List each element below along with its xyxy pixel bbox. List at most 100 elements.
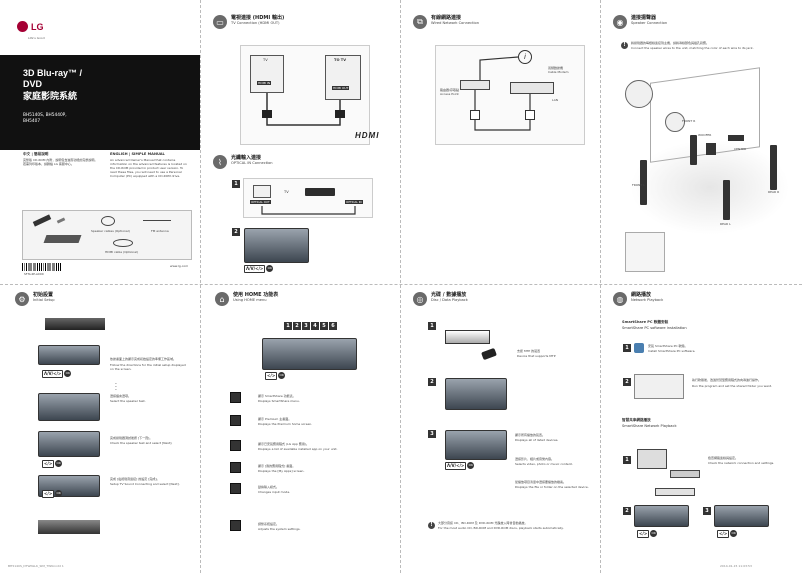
lan-connector-1 bbox=[470, 110, 480, 120]
ok-button[interactable]: OK bbox=[55, 490, 63, 497]
rear-l-speaker bbox=[690, 135, 697, 165]
speaker-note-zh: 將揚聲器的每根線連接到主機，請將導線顏色與插孔對應。 bbox=[631, 41, 710, 45]
initial-screen-1 bbox=[38, 345, 100, 365]
network-keypad-1[interactable]: </> OK bbox=[637, 530, 658, 538]
ok-button[interactable]: OK bbox=[278, 372, 286, 379]
modem-label: 寬頻數據機 Cable Modem bbox=[548, 66, 569, 75]
tv-box: TV HDMI IN bbox=[250, 55, 284, 93]
home-tab-5[interactable]: 5 bbox=[320, 322, 328, 330]
speaker-room-floor bbox=[630, 140, 790, 235]
network-installer-window bbox=[634, 374, 684, 399]
home-section-subtitle: Using HOME menu bbox=[233, 298, 267, 302]
nav-keys[interactable]: Λ/V/</> bbox=[42, 370, 64, 378]
initial-keypad-2[interactable]: </> OK bbox=[42, 460, 63, 468]
initial-screen-2 bbox=[38, 393, 100, 421]
ok-button[interactable]: OK bbox=[55, 460, 63, 467]
initial-keypad-3[interactable]: </> OK bbox=[42, 490, 63, 498]
nav-keys[interactable]: </> bbox=[42, 490, 55, 498]
nav-keys[interactable]: </> bbox=[637, 530, 650, 538]
initial-step-4-en: Setup TV Sound Connecting and select [Ne… bbox=[110, 482, 180, 486]
ok-button[interactable]: OK bbox=[64, 370, 72, 377]
home-icon: ⌂ bbox=[215, 292, 229, 306]
home-tab-1[interactable]: 1 bbox=[284, 322, 292, 330]
ok-button[interactable]: OK bbox=[730, 530, 738, 537]
ok-button[interactable]: OK bbox=[266, 265, 274, 272]
home-keypad[interactable]: </> OK bbox=[265, 372, 286, 380]
router-label: 路由器/存取點 Access Point bbox=[440, 88, 460, 97]
optical-cable-icon: ⌇ bbox=[213, 155, 227, 169]
disc-note-2-en: Displays all of listed devices. bbox=[515, 438, 559, 442]
tv-section-header: ▭ 電視連接 (HDMI 輸出) TV Connection (HDMI OUT… bbox=[213, 15, 284, 29]
nav-keys[interactable]: </> bbox=[42, 460, 55, 468]
home-tab-6[interactable]: 6 bbox=[329, 322, 337, 330]
disc-note-2-zh: 顯示所有播放的裝置。 bbox=[515, 433, 546, 437]
disc-note-4-zh: 從播放項目清單中選擇要播放的檔案。 bbox=[515, 480, 567, 484]
wired-player bbox=[510, 82, 554, 94]
router-device bbox=[460, 80, 490, 90]
my-apps-tile[interactable] bbox=[230, 462, 241, 473]
optical-keypad[interactable]: Λ/V/</> OK bbox=[244, 265, 274, 273]
front-l-speaker bbox=[640, 160, 647, 205]
initial-player-bottom bbox=[38, 520, 100, 534]
disc-section-subtitle: Disc / Data Playback bbox=[431, 298, 468, 302]
optical-section-header: ⌇ 光纖輸入連接 OPTICAL IN Connection bbox=[213, 155, 273, 169]
input-tile[interactable] bbox=[230, 483, 241, 494]
disc-note-4-en: Displays the file or folder on the selec… bbox=[515, 485, 589, 489]
disc-footnote-en: For the most audio CD, BD-ROM and DVD-RO… bbox=[438, 526, 564, 530]
optical-step-2: 2 bbox=[232, 228, 240, 236]
network-sub1-step2-en: Run the program and set the shared folde… bbox=[692, 384, 772, 388]
fm-antenna-illustration bbox=[143, 220, 171, 221]
disc-section-title: 光碟 / 數據播放 bbox=[431, 292, 467, 298]
home-item-4-en: Displays the [My Apps] screen. bbox=[258, 469, 305, 473]
lan-connector-2 bbox=[525, 110, 535, 120]
ok-button[interactable]: OK bbox=[650, 530, 658, 537]
accessories-box: Speaker cables (Optional) FM antenna HDM… bbox=[22, 210, 192, 260]
disc-screen-1 bbox=[445, 378, 507, 410]
initial-section-header: ⚙ 初始設置 Initial Setup bbox=[15, 292, 55, 306]
en-manual-label: ENGLISH | SIMPLE MANUAL bbox=[110, 152, 165, 156]
network-screen-1 bbox=[634, 505, 689, 527]
network-keypad-2[interactable]: </> OK bbox=[717, 530, 738, 538]
home-item-3-en: Displays a list of available installed a… bbox=[258, 447, 338, 451]
hdmi-logo: HDMI bbox=[355, 131, 380, 140]
nav-keys[interactable]: </> bbox=[265, 372, 278, 380]
fm-antenna-label: FM antenna bbox=[151, 229, 169, 233]
title-line-1: 3D Blu-ray™ / bbox=[23, 68, 83, 78]
speaker-section-subtitle: Speaker Connection bbox=[631, 21, 668, 25]
front-r-speaker bbox=[770, 145, 777, 190]
lg-app-tile[interactable] bbox=[230, 440, 241, 451]
product-title: 3D Blu-ray™ / DVD 家庭影院系統 bbox=[23, 68, 82, 102]
home-tab-4[interactable]: 4 bbox=[311, 322, 319, 330]
ok-button[interactable]: OK bbox=[467, 462, 475, 469]
wired-section-title: 有線網路連接 bbox=[431, 15, 462, 21]
optical-step-1: 1 bbox=[232, 180, 240, 188]
home-tab-2[interactable]: 2 bbox=[293, 322, 301, 330]
barcode bbox=[22, 263, 62, 271]
divider-h bbox=[0, 284, 802, 285]
speaker-note-en: Connect the speaker wires to the unit, m… bbox=[631, 46, 754, 50]
network-player bbox=[655, 488, 695, 496]
initial-step-2-en: Select the speaker test. bbox=[110, 399, 146, 403]
initial-step-3-zh: 完成揚聲器測試後按 [下一頁]。 bbox=[110, 436, 153, 440]
nav-keys[interactable]: </> bbox=[717, 530, 730, 538]
nav-keys[interactable]: Λ/V/</> bbox=[244, 265, 266, 273]
settings-tile[interactable] bbox=[230, 520, 241, 531]
network-sub2-title: 智慧共享網路播放 bbox=[622, 418, 651, 422]
lg-logo-mark bbox=[17, 21, 28, 32]
optical-out-label: OPTICAL OUT bbox=[250, 200, 271, 204]
initial-player bbox=[45, 318, 105, 330]
initial-section-title: 初始設置 bbox=[33, 292, 54, 298]
speaker-zoom-circle bbox=[625, 80, 653, 108]
home-item-2-en: Displays the Premium home screen. bbox=[258, 422, 313, 426]
optical-diagram-frame bbox=[243, 178, 373, 218]
network-sub1-step1-zh: 安裝 SmartShare PC 軟體。 bbox=[648, 344, 688, 348]
initial-keypad-1[interactable]: Λ/V/</> OK bbox=[42, 370, 72, 378]
smartshare-tile[interactable] bbox=[230, 392, 241, 403]
premium-tile[interactable] bbox=[230, 415, 241, 426]
disc-screen-2 bbox=[445, 430, 507, 460]
disc-keypad[interactable]: Λ/V/</> OK bbox=[445, 462, 475, 470]
nav-keys[interactable]: Λ/V/</> bbox=[445, 462, 467, 470]
home-tab-3[interactable]: 3 bbox=[302, 322, 310, 330]
speaker-note-badge: ! bbox=[621, 42, 628, 49]
lan-label: LAN bbox=[552, 98, 559, 102]
